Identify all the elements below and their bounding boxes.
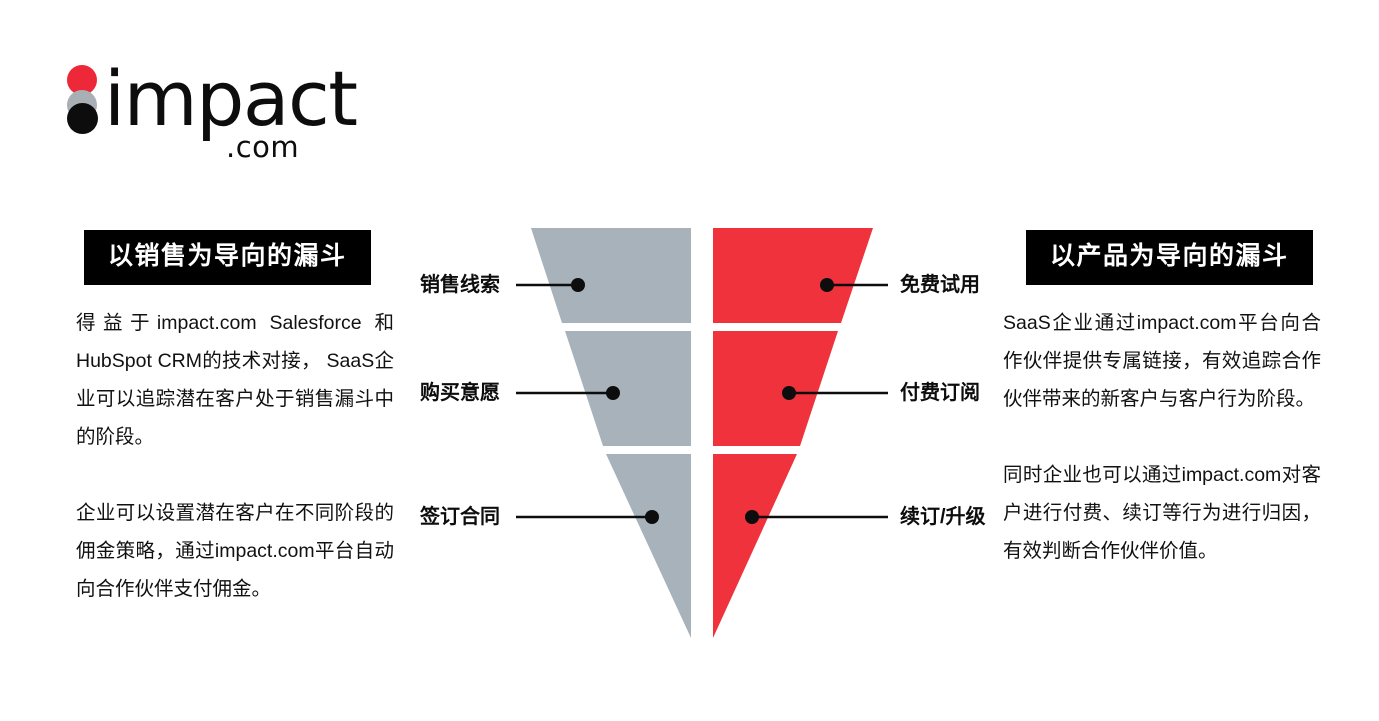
- funnel-stage-label-renew-upgrade: 续订/升级: [900, 506, 986, 528]
- logo-wordmark: impact: [104, 54, 358, 143]
- right-column-heading: 以产品为导向的漏斗: [1026, 230, 1313, 285]
- connector-dot-intent: [606, 386, 620, 400]
- connector-dot-contract: [645, 510, 659, 524]
- left-column-body: 得益于impact.com Salesforce 和HubSpot CRM的技术…: [76, 304, 394, 608]
- logo-tld: .com: [226, 130, 300, 164]
- funnel-right-segment-2: [713, 331, 838, 446]
- left-paragraph-2: 企业可以设置潜在客户在不同阶段的佣金策略，通过impact.com平台自动向合作…: [76, 502, 394, 600]
- funnel-right-connectors: [745, 278, 888, 524]
- funnel-stage-label-sales-leads: 销售线索: [420, 274, 500, 296]
- connector-dot-leads: [571, 278, 585, 292]
- right-paragraph-1: SaaS企业通过impact.com平台向合作伙伴提供专属链接，有效追踪合作伙伴…: [1003, 312, 1321, 410]
- impact-logo: impact .com: [60, 56, 358, 165]
- connector-dot-trial: [820, 278, 834, 292]
- funnel-stage-label-signed-contract: 签订合同: [420, 506, 500, 528]
- right-column-body: SaaS企业通过impact.com平台向合作伙伴提供专属链接，有效追踪合作伙伴…: [1003, 304, 1321, 570]
- funnel-right-segment-3: [713, 454, 797, 638]
- funnel-right-red: [713, 228, 873, 638]
- funnel-left-segment-1: [531, 228, 691, 323]
- connector-dot-paid: [782, 386, 796, 400]
- impact-logo-mark-icon: [65, 65, 99, 147]
- funnel-left-connectors: [516, 278, 659, 524]
- funnel-stage-label-free-trial: 免费试用: [900, 274, 980, 296]
- funnel-stage-label-paid-subscription: 付费订阅: [900, 382, 980, 404]
- connector-dot-renew: [745, 510, 759, 524]
- funnel-stage-label-purchase-intent: 购买意愿: [420, 382, 500, 404]
- funnel-right-segment-1: [713, 228, 873, 323]
- left-column-heading: 以销售为导向的漏斗: [84, 230, 371, 285]
- logo-dot-black-icon: [67, 103, 98, 134]
- funnel-left-segment-3: [606, 454, 691, 638]
- left-paragraph-1: 得益于impact.com Salesforce 和HubSpot CRM的技术…: [76, 312, 394, 448]
- funnel-left-segment-2: [565, 331, 691, 446]
- right-paragraph-2: 同时企业也可以通过impact.com对客户进行付费、续订等行为进行归因，有效判…: [1003, 464, 1321, 562]
- funnel-left-gray: [531, 228, 691, 638]
